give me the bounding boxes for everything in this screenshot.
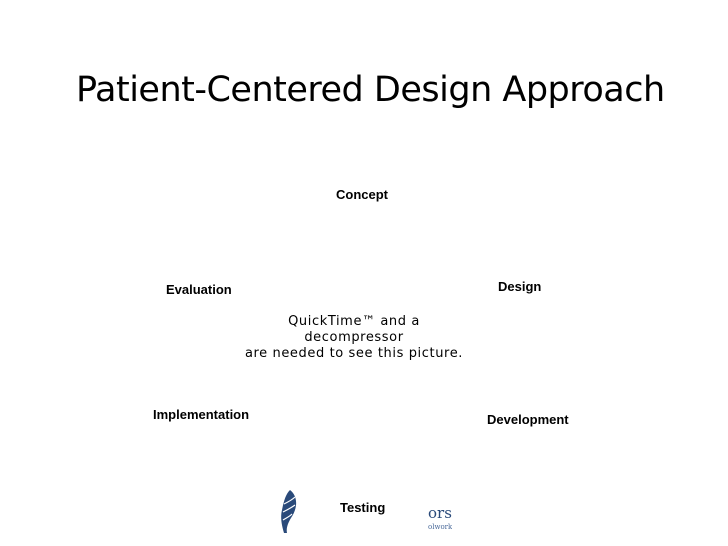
stage-design: Design bbox=[498, 279, 542, 294]
stage-testing: Testing bbox=[340, 500, 386, 515]
slide-title: Patient-Centered Design Approach bbox=[76, 70, 665, 110]
stage-implementation: Implementation bbox=[153, 407, 250, 422]
placeholder-line-1: QuickTime™ and a bbox=[288, 314, 420, 329]
stage-evaluation: Evaluation bbox=[166, 282, 232, 297]
logo-wordmark: ors olwork bbox=[428, 506, 452, 534]
stage-development: Development bbox=[487, 412, 569, 427]
logo-text: ors bbox=[428, 506, 452, 522]
stage-concept: Concept bbox=[336, 187, 388, 202]
placeholder-line-2: decompressor bbox=[304, 330, 404, 345]
logo-subtext: olwork bbox=[428, 523, 452, 531]
quicktime-placeholder: QuickTime™ and a decompressor are needed… bbox=[238, 314, 470, 362]
feather-logo-icon bbox=[276, 488, 300, 534]
placeholder-line-3: are needed to see this picture. bbox=[244, 346, 464, 361]
